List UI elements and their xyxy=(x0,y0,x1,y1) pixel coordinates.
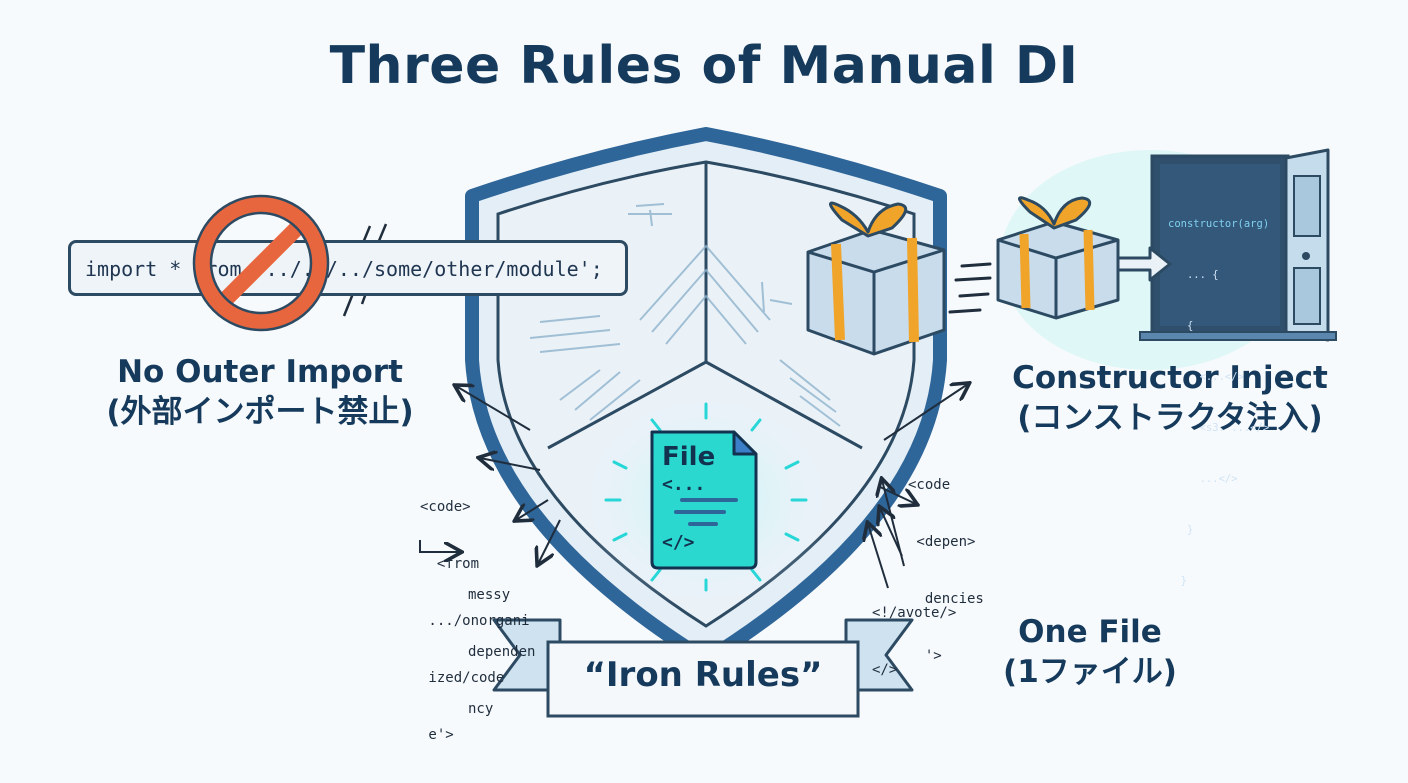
gift-box-2 xyxy=(996,196,1120,320)
left-arrows xyxy=(419,386,561,564)
rule-label: One File xyxy=(1018,614,1162,650)
messy-dependency-label: messy dependen ncy xyxy=(468,587,536,717)
rule-constructor-inject: Constructor Inject (コンストラクタ注入) xyxy=(990,358,1350,438)
banner-text: “Iron Rules” xyxy=(583,655,823,695)
outer-import-line: import * from '../../../some/other/modul… xyxy=(68,240,628,296)
file-code-bottom: </> xyxy=(662,532,695,553)
file-icon xyxy=(604,402,808,592)
right-arrows xyxy=(868,384,968,589)
rule-sub: (コンストラクタ注入) xyxy=(1017,400,1323,436)
prohibited-icon xyxy=(192,194,330,332)
file-title: File xyxy=(662,442,716,472)
messy-code-snippet: <code> <from .../onorgani ized/code e'> xyxy=(420,499,530,743)
import-code: import * from '../../../some/other/modul… xyxy=(85,257,603,281)
rule-label: Constructor Inject xyxy=(1012,360,1328,396)
close-tag-snippet: <!/avote/> </> xyxy=(872,605,957,678)
rule-label: No Outer Import xyxy=(117,354,403,390)
file-code-top: <... xyxy=(662,474,706,495)
gift-box-1 xyxy=(806,201,946,356)
diagram-title: Three Rules of Manual DI xyxy=(329,36,1079,96)
constructor-code: constructor(arg) ... { { <...</> <s3. ..… xyxy=(1168,218,1270,587)
dependencies-snippet: <code <depen> dencies '> xyxy=(908,477,984,664)
iron-rules-banner xyxy=(492,618,914,718)
rule-one-file: One File (1ファイル) xyxy=(990,612,1190,692)
rule-no-outer-import: No Outer Import (外部インポート禁止) xyxy=(80,352,440,432)
rule-sub: (外部インポート禁止) xyxy=(106,394,414,430)
rule-sub: (1ファイル) xyxy=(1003,654,1177,690)
